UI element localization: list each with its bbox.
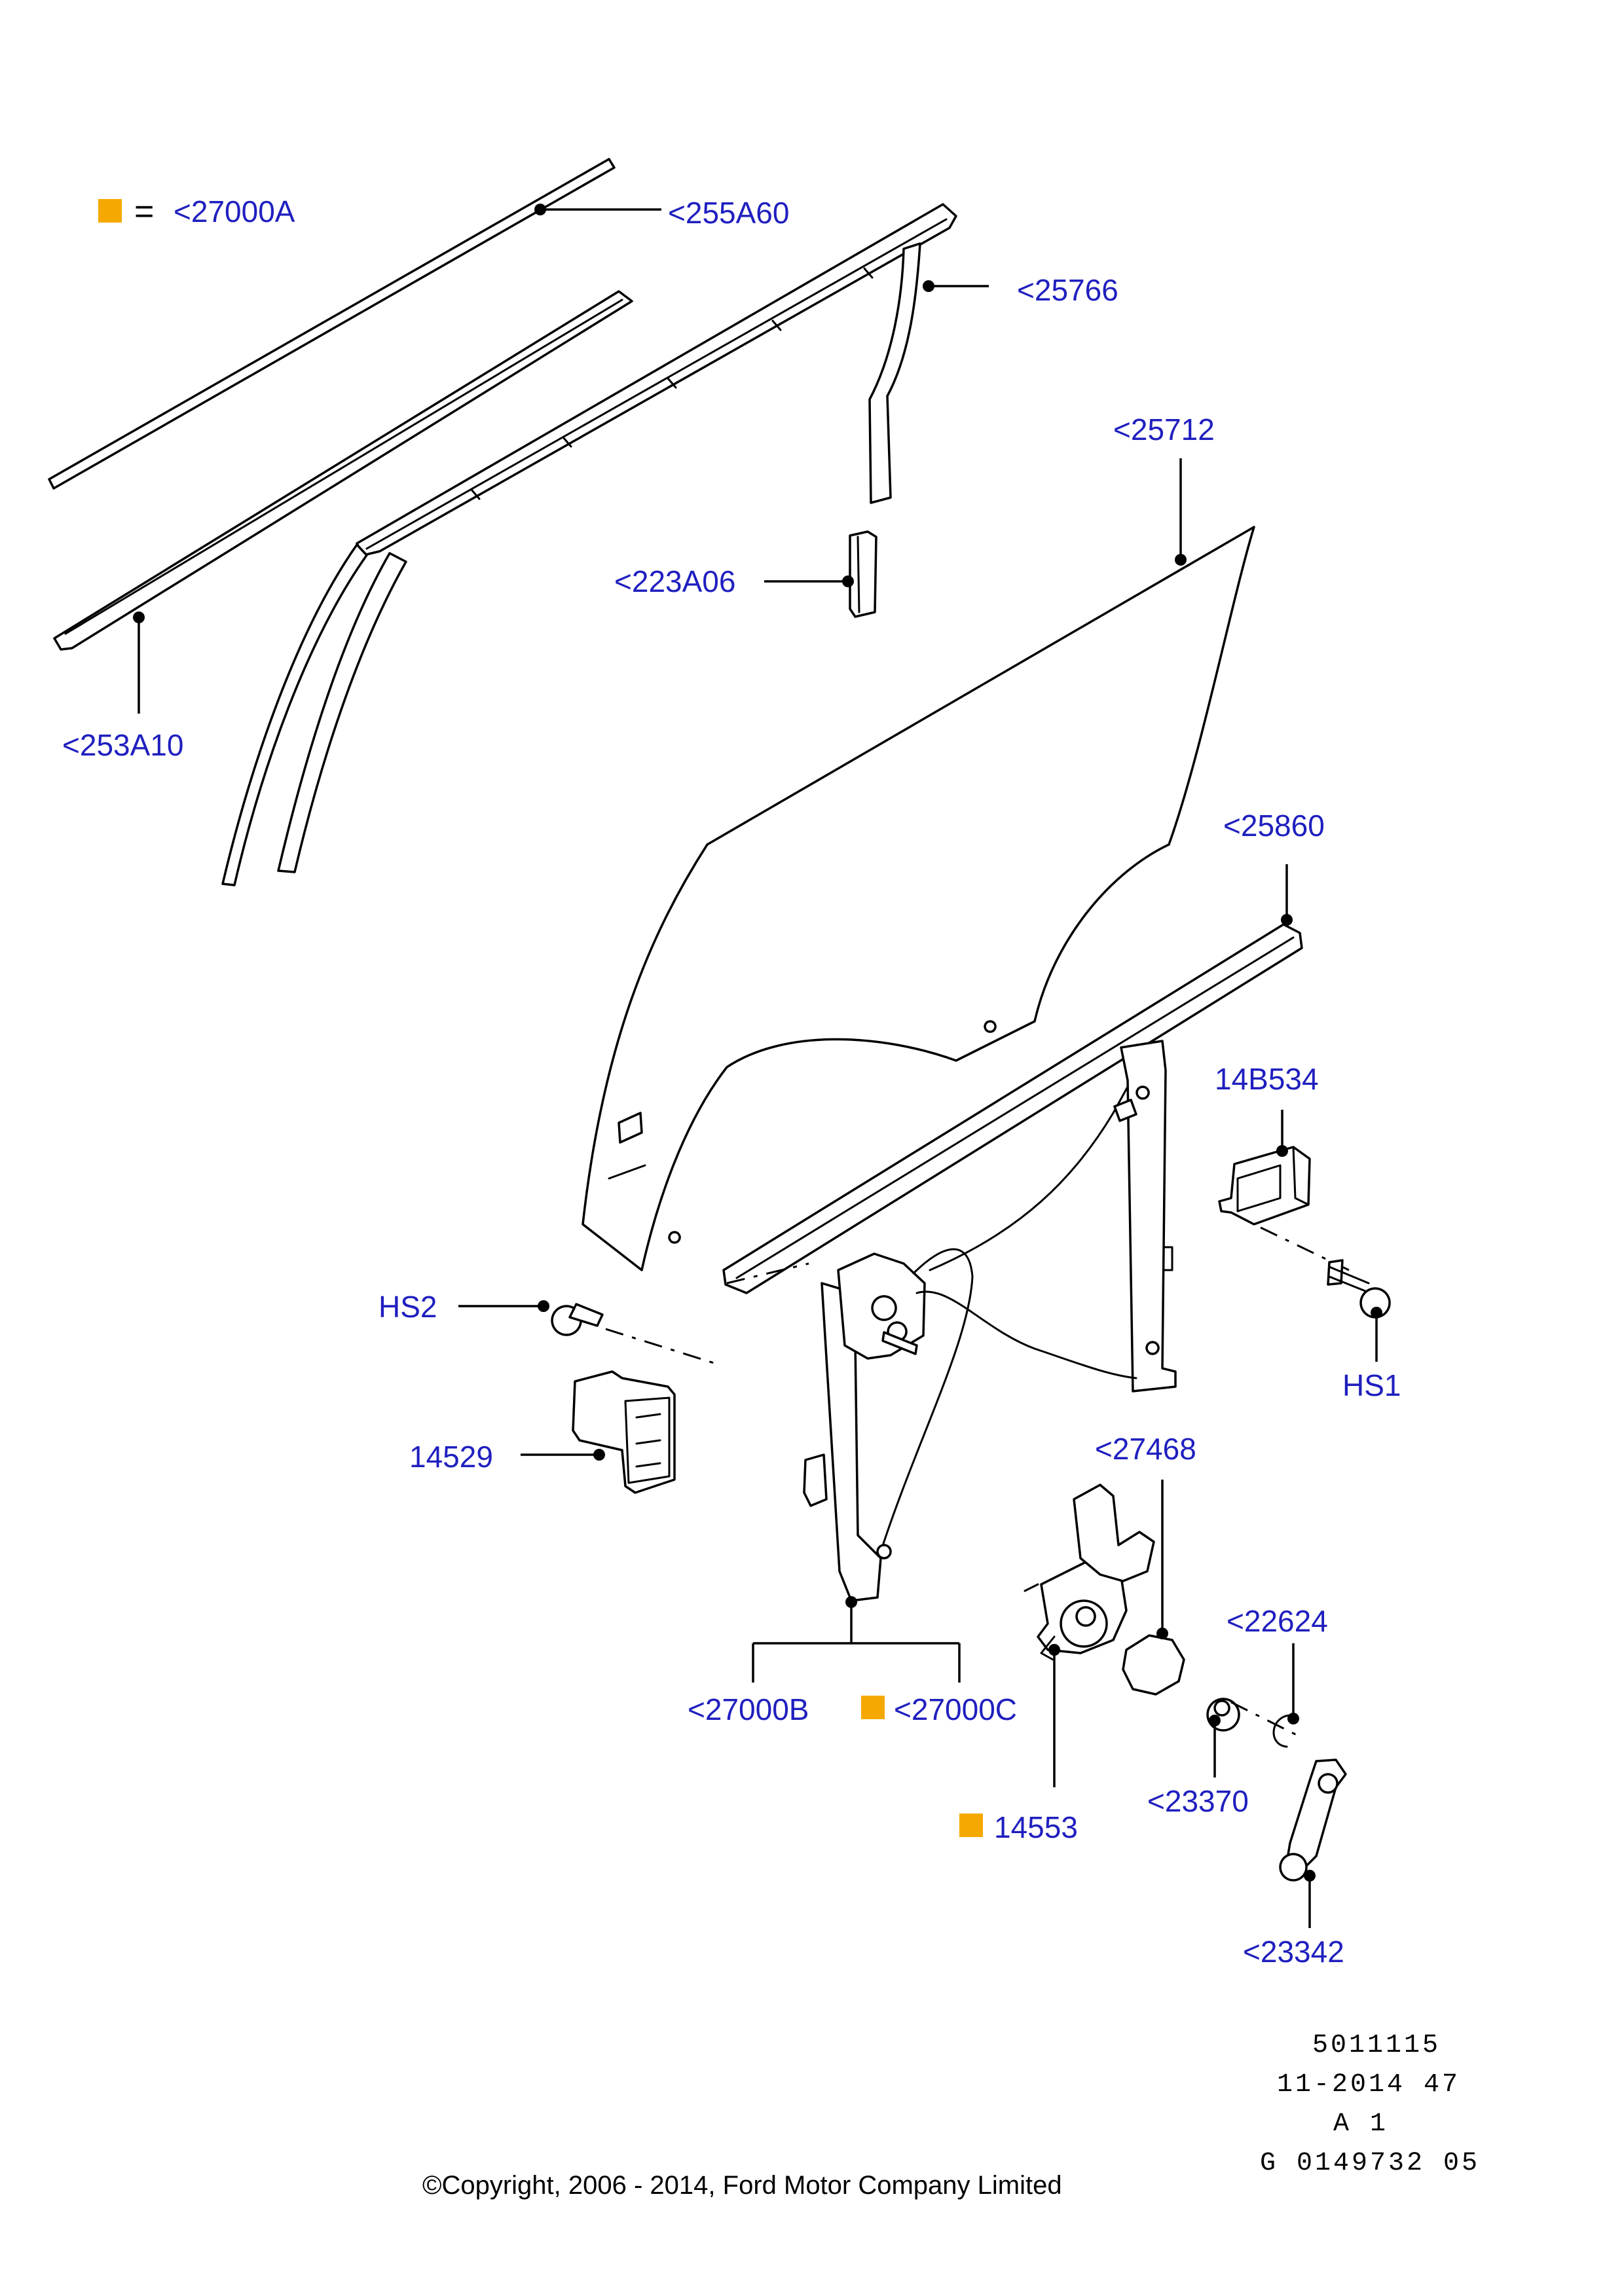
part-regulator-bolt — [1135, 1085, 1150, 1100]
callout-HS2[interactable]: HS2 — [378, 1290, 437, 1324]
part-regulator-clip — [1163, 1246, 1173, 1271]
part-inner-weatherstrip-lip — [64, 299, 623, 635]
callout-27000B[interactable]: <27000B — [688, 1692, 809, 1726]
part-run-channel-front-inner — [277, 552, 407, 873]
part-regulator-bolt — [1145, 1341, 1160, 1355]
part-handle-23342-hub — [1318, 1773, 1338, 1794]
part-switch-14529 — [572, 1370, 676, 1494]
part-regulator-bolt — [876, 1544, 892, 1559]
part-clip-22624 — [1272, 1714, 1293, 1748]
part-bolt-HS2-dash-upper — [726, 1262, 809, 1285]
part-run-channel-front — [221, 543, 368, 886]
part-glass-hole — [668, 1231, 681, 1244]
part-guide-223A06-edge — [857, 536, 860, 613]
part-glass-mark — [618, 1112, 643, 1144]
part-washer-23370-hole — [1213, 1700, 1230, 1717]
part-regulator-rear-rail — [1120, 1040, 1177, 1393]
callout-223A06[interactable]: <223A06 — [614, 564, 736, 598]
legend-equals: = — [134, 192, 155, 230]
callout-22624[interactable]: <22624 — [1227, 1604, 1328, 1638]
callout-14553[interactable]: 14553 — [994, 1810, 1078, 1844]
copyright-notice: ©Copyright, 2006 - 2014, Ford Motor Comp… — [422, 2171, 1062, 2200]
callout-HS1[interactable]: HS1 — [1342, 1368, 1401, 1402]
part-drive-nut-27468-face — [1171, 1639, 1185, 1683]
part-run-channel-rear — [868, 242, 921, 504]
callout-27000C[interactable]: <27000C — [894, 1692, 1017, 1726]
reference-illustration-number: G 0149732 05 — [1259, 2149, 1480, 2178]
part-guide-223A06 — [849, 530, 877, 618]
part-module-14B534 — [1218, 1146, 1311, 1226]
part-regulator-cable — [915, 1290, 1137, 1379]
part-module-14B534-face — [1236, 1164, 1282, 1212]
callout-25860[interactable]: <25860 — [1223, 809, 1325, 843]
part-handle-23342-knob — [1279, 1853, 1308, 1882]
part-regulator-tab — [803, 1453, 828, 1507]
part-door-glass — [581, 526, 1255, 1271]
part-bolt-HS2-shank — [568, 1303, 604, 1327]
part-bolt-HS1-thread — [1328, 1266, 1370, 1292]
part-regulator-pulley — [871, 1295, 897, 1321]
callout-25766[interactable]: <25766 — [1017, 273, 1118, 307]
part-glass-slot — [608, 1164, 646, 1180]
callout-27000C-swatch — [861, 1696, 885, 1719]
part-run-channel-top-groove — [365, 218, 948, 550]
legend-swatch — [98, 199, 122, 223]
leader-regulator — [752, 1602, 961, 1683]
part-handle-23342 — [1285, 1758, 1347, 1870]
part-glass-hole — [984, 1020, 997, 1033]
part-regulator-stud — [881, 1331, 918, 1355]
callout-27468[interactable]: <27468 — [1095, 1432, 1196, 1466]
part-outer-moulding — [48, 158, 616, 490]
callout-14529[interactable]: 14529 — [409, 1440, 493, 1474]
part-regulator-cable — [929, 1085, 1129, 1271]
part-switch-14529-face — [624, 1396, 671, 1484]
reference-revision: A 1 — [1333, 2109, 1388, 2139]
part-motor-14553-tab — [1024, 1583, 1056, 1661]
legend-label: <27000A — [174, 194, 295, 228]
part-motor-14553-housing — [1073, 1484, 1155, 1582]
callout-14B534[interactable]: 14B534 — [1215, 1062, 1319, 1096]
part-regulator-carrier — [1113, 1099, 1137, 1122]
part-switch-14529-key — [635, 1413, 661, 1468]
part-bolt-HS2-dash — [605, 1328, 721, 1366]
callout-23370[interactable]: <23370 — [1147, 1784, 1249, 1818]
reference-date: 11-2014 47 — [1276, 2070, 1460, 2100]
reference-code: 5011115 — [1312, 2031, 1441, 2060]
callout-14553-swatch — [959, 1813, 983, 1837]
callout-23342[interactable]: <23342 — [1243, 1935, 1344, 1969]
callout-253A10[interactable]: <253A10 — [62, 728, 184, 762]
part-motor-14553-gear-inner — [1075, 1606, 1096, 1627]
part-belt-weatherstrip-edge — [735, 936, 1295, 1279]
part-module-14B534-edge — [1292, 1146, 1310, 1206]
callout-255A60[interactable]: <255A60 — [668, 196, 790, 230]
part-dash-washer-clip — [1230, 1701, 1297, 1736]
part-run-channel-clip — [470, 267, 874, 500]
leader-dots — [133, 204, 1382, 1882]
callout-25712[interactable]: <25712 — [1113, 412, 1215, 446]
